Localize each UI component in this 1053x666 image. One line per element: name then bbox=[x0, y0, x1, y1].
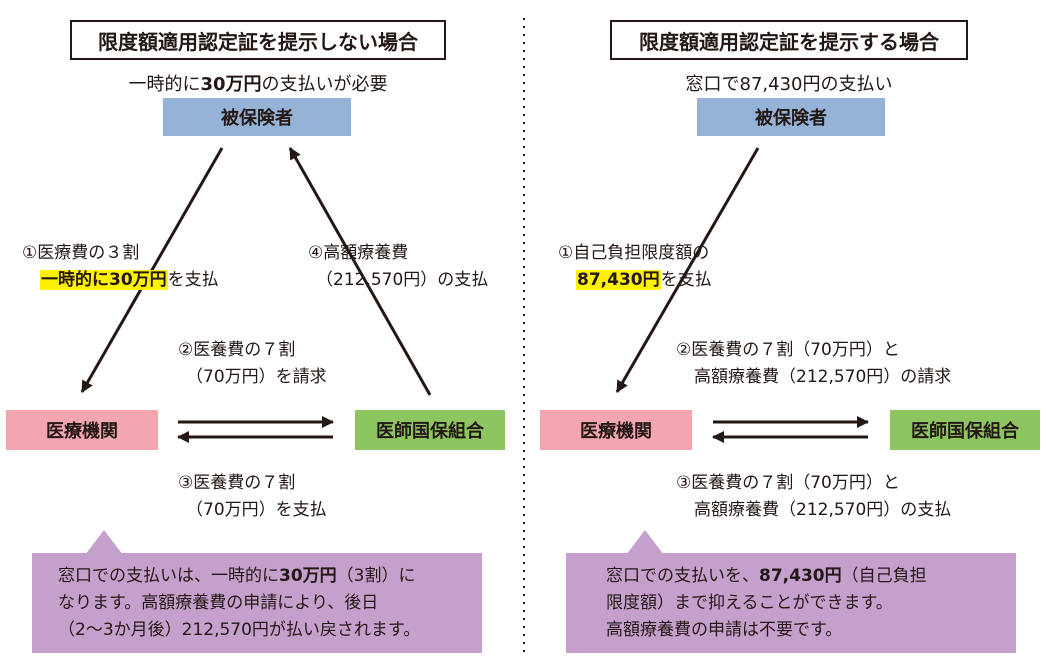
right-step2-line1: ②医養費の７割（70万円）と bbox=[676, 340, 900, 360]
left-subtitle-amount: 30万円 bbox=[200, 74, 262, 95]
right-arrow-insured-to-hospital bbox=[615, 147, 760, 393]
left-subtitle-prefix: 一時的に bbox=[128, 74, 201, 95]
left-step2-label: ②医養費の７割 （70万円）を請求 bbox=[178, 337, 327, 391]
right-step3-line1: ③医養費の７割（70万円）と bbox=[676, 473, 900, 493]
right-subtitle: 窓口で87,430円の支払い bbox=[685, 74, 893, 95]
left-step3-label: ③医養費の７割 （70万円）を支払 bbox=[178, 470, 327, 524]
right-title: 限度額適用認定証を提示する場合 bbox=[610, 20, 968, 60]
right-step1-suffix: を支払 bbox=[660, 270, 712, 290]
left-step1-highlight: 一時的に30万円 bbox=[40, 270, 168, 290]
left-subtitle-suffix: の支払いが必要 bbox=[261, 74, 388, 95]
left-callout-amount: 30万円 bbox=[279, 566, 337, 586]
left-callout-text: 窓口での支払いは、一時的に30万円（3割）に なります。高額療養費の申請により、… bbox=[58, 563, 420, 644]
left-callout-line1a: 窓口での支払いは、一時的に bbox=[58, 566, 279, 586]
left-step4-line2: （212,570円）の支払 bbox=[316, 270, 489, 290]
right-callout-bubble bbox=[566, 530, 1016, 653]
left-node-insured: 被保険者 bbox=[163, 98, 351, 136]
left-step3-line1: ③医養費の７割 bbox=[178, 473, 296, 493]
right-step3-line2: 高額療養費（212,570円）の支払 bbox=[694, 500, 952, 520]
left-step1-suffix: を支払 bbox=[167, 270, 219, 290]
left-step3-line2: （70万円）を支払 bbox=[186, 500, 327, 520]
left-step2-line1: ②医養費の７割 bbox=[178, 340, 296, 360]
right-step1-line1: ①自己負担限度額の bbox=[558, 243, 710, 263]
right-step3-label: ③医養費の７割（70万円）と 高額療養費（212,570円）の支払 bbox=[676, 470, 951, 524]
left-step1-label: ①医療費の３割 一時的に30万円を支払 bbox=[22, 240, 219, 294]
left-callout-line2: なります。高額療養費の申請により、後日 bbox=[58, 593, 379, 613]
right-step1-label: ①自己負担限度額の 87,430円を支払 bbox=[558, 240, 712, 294]
right-callout-line1a: 窓口での支払いを、 bbox=[606, 566, 759, 586]
right-step2-label: ②医養費の７割（70万円）と 高額療養費（212,570円）の請求 bbox=[676, 337, 951, 391]
right-callout-amount: 87,430円 bbox=[759, 566, 842, 586]
right-node-union: 医師国保組合 bbox=[890, 410, 1040, 450]
right-node-insured: 被保険者 bbox=[697, 98, 885, 136]
right-step2-line2: 高額療養費（212,570円）の請求 bbox=[694, 367, 952, 387]
left-step1-line1: ①医療費の３割 bbox=[22, 243, 140, 263]
left-step4-label: ④高額療養費 （212,570円）の支払 bbox=[308, 240, 488, 294]
right-callout-text: 窓口での支払いを、87,430円（自己負担 限度額）まで抑えることができます。 … bbox=[606, 563, 927, 644]
right-callout-line3: 高額療養費の申請は不要です。 bbox=[606, 620, 843, 640]
left-callout-line1c: （3割）に bbox=[336, 566, 416, 586]
right-callout-line1c: （自己負担 bbox=[841, 566, 927, 586]
left-node-hospital: 医療機関 bbox=[6, 410, 158, 450]
right-step1-highlight: 87,430円 bbox=[576, 270, 661, 290]
left-node-union: 医師国保組合 bbox=[355, 410, 505, 450]
left-arrow-union-to-insured bbox=[288, 147, 432, 396]
left-step2-line2: （70万円）を請求 bbox=[186, 367, 327, 387]
left-step4-line1: ④高額療養費 bbox=[308, 243, 409, 263]
right-node-hospital: 医療機関 bbox=[540, 410, 692, 450]
left-title: 限度額適用認定証を提示しない場合 bbox=[70, 20, 446, 60]
left-callout-line3: （2～3か月後）212,570円が払い戻されます。 bbox=[58, 620, 421, 640]
left-subtitle: 一時的に30万円の支払いが必要 bbox=[60, 70, 456, 96]
left-callout-bubble bbox=[32, 530, 482, 653]
right-callout-line2: 限度額）まで抑えることができます。 bbox=[606, 593, 893, 613]
